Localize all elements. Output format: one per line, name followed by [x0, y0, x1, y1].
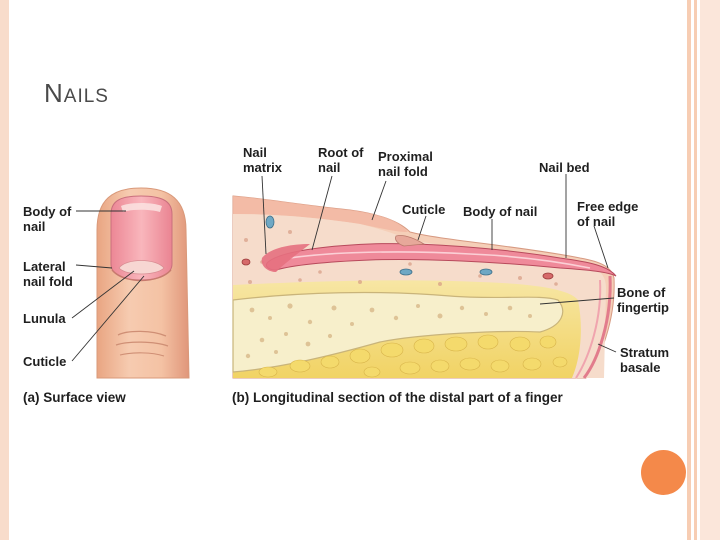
caption-longitudinal-section: (b) Longitudinal section of the distal p…	[232, 390, 563, 405]
nail-plate	[265, 243, 617, 277]
bone-shape	[232, 291, 564, 373]
lunula-shape	[118, 260, 165, 275]
right-frame-band	[700, 0, 720, 540]
cuticle-line	[111, 269, 172, 282]
right-frame-stripe	[694, 0, 697, 540]
label-nail-bed: Nail bed	[539, 160, 590, 175]
knuckle-crease	[117, 330, 167, 337]
nail-matrix	[261, 244, 310, 272]
surface-view-finger	[96, 187, 190, 379]
label-cuticle-surface: Cuticle	[23, 354, 67, 369]
label-body-of-nail-section: Body of nail	[463, 204, 538, 219]
caption-surface-view: (a) Surface view	[23, 390, 126, 405]
decorative-accent-circle	[641, 450, 686, 495]
label-cuticle-section: Cuticle	[402, 202, 446, 217]
nail-highlight	[121, 203, 162, 212]
slide-title-rest: AILS	[63, 86, 109, 107]
cuticle-flap	[395, 235, 426, 247]
surface-view-leaders	[71, 210, 145, 362]
label-lunula: Lunula	[23, 311, 66, 326]
section-view-drawing	[232, 195, 617, 379]
left-frame-band	[0, 0, 9, 540]
slide-title-initial: N	[44, 78, 64, 108]
section-view-leaders	[261, 174, 617, 353]
right-frame-stripe	[687, 0, 691, 540]
slide-title: NAILS	[44, 78, 109, 109]
